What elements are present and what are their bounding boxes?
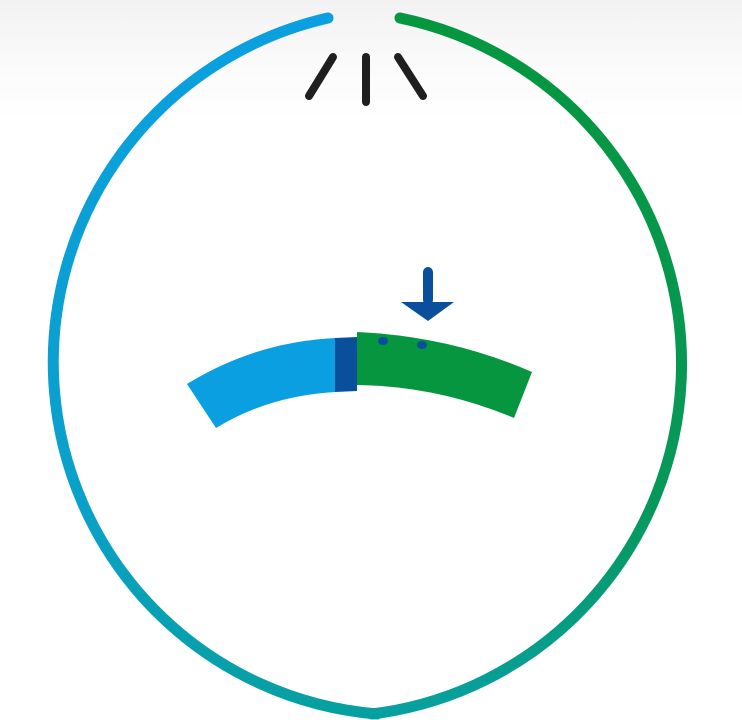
down-arrow-icon <box>401 272 454 321</box>
light-rays-icon <box>309 57 423 102</box>
marker-dot-left <box>378 337 388 345</box>
inner-band-joint <box>335 337 357 392</box>
inner-band-left-segment <box>187 338 335 428</box>
ray-right <box>398 57 423 96</box>
marker-dot-right <box>417 341 427 349</box>
ray-left <box>309 57 333 96</box>
